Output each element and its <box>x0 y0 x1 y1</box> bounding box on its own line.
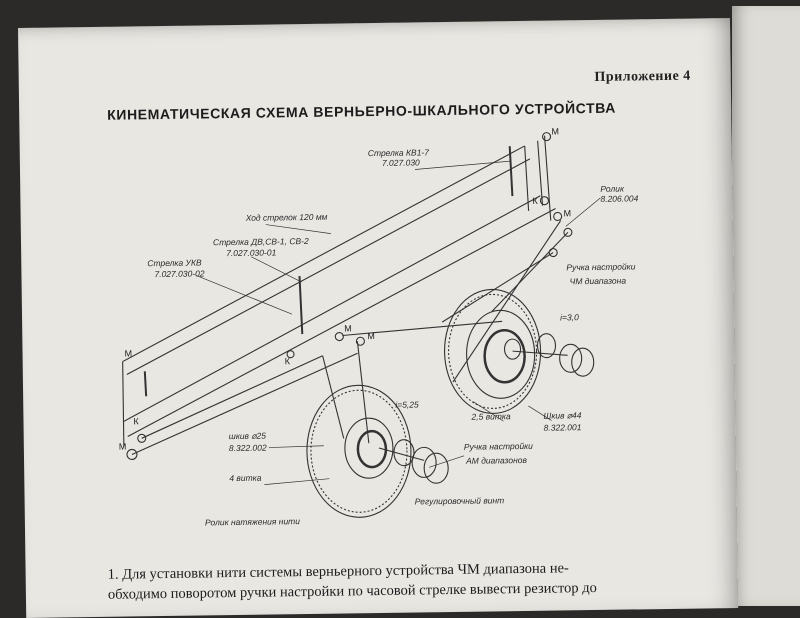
pulley-k-right <box>539 196 550 206</box>
body-paragraph: 1. Для установки нити системы верньерног… <box>108 556 728 605</box>
marker-k-2: К <box>285 356 291 366</box>
label-ruchka-chm: Ручка настройки <box>566 261 635 272</box>
label-ruchka-chm-2: ЧМ диапазона <box>570 276 627 287</box>
coupling-am <box>393 439 415 467</box>
knob-am-1 <box>411 446 437 478</box>
marker-m-2: М <box>564 208 572 218</box>
label-reg-vint: Регулировочный винт <box>415 495 505 506</box>
label-rolik-code: 8.206.004 <box>600 193 638 204</box>
pulley-left-bottom <box>126 448 138 461</box>
leader-shkiv44 <box>528 405 552 421</box>
book-page: Приложение 4 КИНЕМАТИЧЕСКАЯ СХЕМА ВЕРНЬЕ… <box>18 18 739 618</box>
knob-chm-1 <box>559 343 583 373</box>
big-wheel-outer <box>444 288 542 414</box>
coupling-chm <box>536 333 557 359</box>
leader-shkiv25 <box>268 445 324 448</box>
pulley-left-k <box>137 433 147 443</box>
label-vitka25: 2,5 витка <box>470 411 511 422</box>
big-wheel-shaft <box>503 338 522 360</box>
label-shkiv25-code: 8.322.002 <box>229 443 267 454</box>
cord-left-bottom <box>131 352 358 455</box>
big-wheel-spring <box>483 328 526 384</box>
cord-mid <box>342 320 503 337</box>
shaft-am <box>378 447 425 461</box>
cord-left-lower <box>141 355 323 439</box>
leader-ukv <box>196 275 293 315</box>
small-wheel-spring <box>356 429 388 469</box>
cord-roller-wheel <box>491 231 569 312</box>
pointer-dv <box>298 276 304 335</box>
label-strelka-kv-code: 7.027.030 <box>382 157 420 168</box>
marker-m-6: М <box>119 442 127 452</box>
rail-low <box>127 208 556 437</box>
big-wheel-teeth <box>448 293 538 409</box>
marker-k-1: К <box>532 196 538 206</box>
label-strelka-dv: Стрелка ДВ,СВ-1, СВ-2 <box>213 236 309 247</box>
frame-right <box>524 145 530 211</box>
label-ruchka-am-2: АМ диапазонов <box>465 455 528 466</box>
marker-k-3: К <box>133 416 139 426</box>
label-shkiv44-code: 8.322.001 <box>544 422 582 433</box>
rail-top-1 <box>122 145 525 363</box>
label-shkiv25: шкив ⌀25 <box>229 431 267 442</box>
pulley-mid-m2 <box>355 336 365 346</box>
pulley-m-right <box>553 211 563 222</box>
label-vitka4: 4 витка <box>229 473 261 483</box>
small-wheel-hub <box>344 417 394 479</box>
marker-m-5: М <box>124 348 132 358</box>
label-shkiv44: Шкив ⌀44 <box>543 410 581 421</box>
label-strelka-ukv: Стрелка УКВ <box>147 257 202 268</box>
marker-m-1: М <box>551 126 559 136</box>
leader-am <box>429 455 465 468</box>
knob-chm-2 <box>571 347 595 377</box>
label-rolik: Ролик <box>600 184 625 194</box>
label-i30: i=3,0 <box>560 312 579 322</box>
leader-vitka4 <box>264 478 330 485</box>
cord-vert-2 <box>322 355 345 439</box>
pointer-ukv <box>143 371 148 397</box>
label-ruchka-am: Ручка настройки <box>464 441 533 452</box>
cord-to-big-wheel <box>441 252 554 323</box>
leader-kv <box>414 160 510 170</box>
small-wheel-teeth <box>310 389 408 513</box>
leader-hod <box>265 224 331 234</box>
knob-am-2 <box>423 452 449 484</box>
pointer-kv <box>508 146 514 197</box>
marker-m-4: М <box>367 331 375 341</box>
label-strelka-dv-code: 7.027.030-01 <box>226 247 277 258</box>
small-wheel-outer <box>306 384 412 518</box>
label-hod: Ход стрелок 120 мм <box>245 212 328 223</box>
leader-vitka <box>473 401 504 422</box>
rail-mid <box>123 195 541 423</box>
rail-top-2 <box>126 158 531 375</box>
cord-diag <box>452 220 562 383</box>
leader-dv <box>251 256 302 283</box>
big-wheel-hub <box>466 309 536 399</box>
pulley-mid-m1 <box>334 331 344 342</box>
cord-right-2 <box>544 135 552 221</box>
kinematic-diagram: Стрелка КВ1-7 7.027.030 Ход стрелок 120 … <box>119 126 639 527</box>
pulley-mid-k <box>286 350 295 359</box>
label-strelka-kv: Стрелка КВ1-7 <box>368 147 430 158</box>
marker-m-3: М <box>344 323 352 333</box>
cord-right <box>537 140 544 206</box>
pulley-roller <box>563 227 573 237</box>
label-i525: i=5,25 <box>395 399 419 409</box>
frame-left <box>122 361 125 447</box>
cord-vert <box>356 341 370 444</box>
pulley-m-top <box>542 132 552 142</box>
next-page-edge <box>732 6 800 606</box>
leader-rolik <box>565 197 601 227</box>
label-strelka-ukv-code: 7.027.030-02 <box>154 268 205 279</box>
label-rolik-napr: Ролик натяжения нити <box>205 516 300 527</box>
